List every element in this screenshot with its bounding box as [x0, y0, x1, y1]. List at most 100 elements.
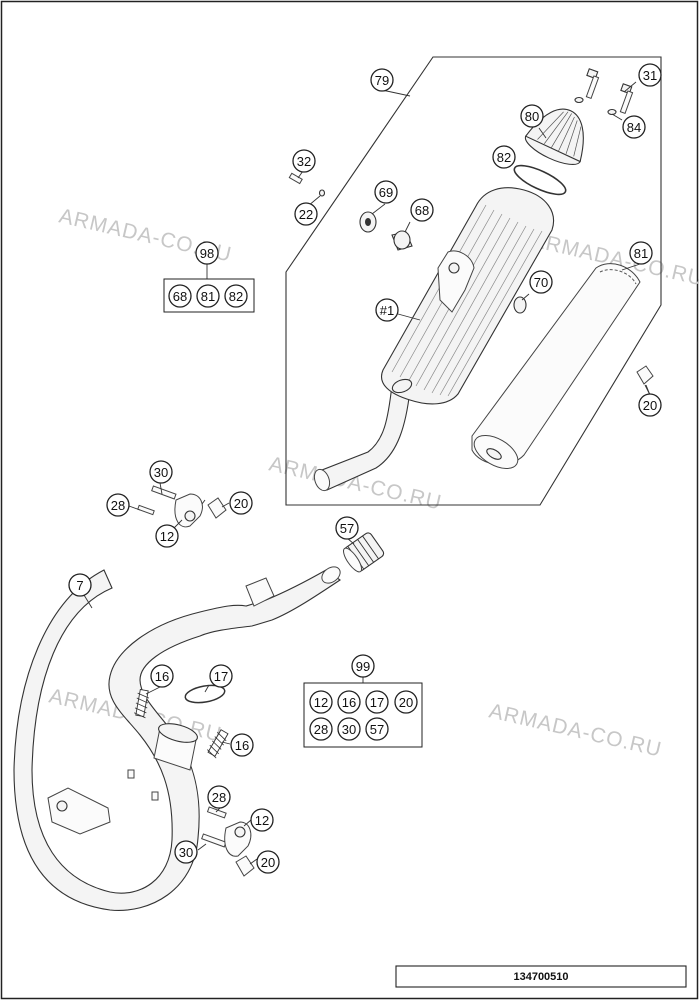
pipe-end	[313, 468, 331, 492]
callout-28: 28	[106, 493, 130, 517]
header-pipe-assembly	[13, 532, 385, 911]
mount-screw	[288, 172, 303, 185]
callout-label: 20	[234, 496, 248, 511]
sleeve-face	[393, 230, 411, 250]
mount-washer	[318, 189, 326, 197]
callout-16: 16	[150, 664, 174, 688]
callout-20: 20	[256, 850, 280, 874]
callout-circle	[256, 850, 280, 874]
callout-label: 80	[525, 109, 539, 124]
callout-label: 69	[379, 185, 393, 200]
callout-31: 31	[638, 63, 662, 87]
header-outlet	[321, 566, 341, 584]
upper-bracket-set	[137, 485, 227, 528]
callout-label: 98	[200, 246, 214, 261]
callout-label: 16	[155, 669, 169, 684]
callout-label: 28	[212, 790, 226, 805]
bracket-hole	[448, 262, 460, 274]
bolt	[137, 504, 155, 516]
callout-label: 99	[356, 659, 370, 674]
callout-label: 32	[297, 154, 311, 169]
callout-20: 20	[394, 690, 418, 714]
spring-clip	[636, 365, 654, 385]
callout-circle	[196, 284, 220, 308]
callout-70: 70	[529, 270, 553, 294]
callout-label: 57	[370, 722, 384, 737]
callout-12: 12	[250, 808, 274, 832]
callout-12: 12	[309, 690, 333, 714]
callout-circle	[229, 491, 253, 515]
callout-28: 28	[207, 785, 231, 809]
header-bracket	[47, 787, 111, 835]
callout-circle	[195, 241, 219, 265]
callout-circle	[365, 690, 389, 714]
callout-16: 16	[230, 733, 254, 757]
callout-circle	[365, 717, 389, 741]
callout-label: 82	[229, 289, 243, 304]
callout-circle	[309, 690, 333, 714]
grommet	[513, 296, 527, 314]
callout-circle	[337, 690, 361, 714]
callout-circle	[106, 493, 130, 517]
callout-circle	[294, 202, 318, 226]
callout-16: 16	[337, 690, 361, 714]
connecting-sleeve	[343, 532, 385, 573]
callout-circle	[309, 717, 333, 741]
silencer-body	[381, 187, 554, 405]
callout-7: 7	[68, 573, 92, 597]
bolt	[151, 485, 177, 500]
callout-circle	[250, 808, 274, 832]
silencer-group-outline	[285, 56, 662, 506]
callout-label: 81	[634, 246, 648, 261]
callout-label: 20	[643, 398, 657, 413]
callout-label: 57	[340, 521, 354, 536]
callout-30: 30	[149, 460, 173, 484]
callout-circle	[174, 840, 198, 864]
callout-label: 30	[342, 722, 356, 737]
callout-circle	[209, 664, 233, 688]
silencer-packing	[471, 263, 641, 465]
header-flange	[245, 577, 275, 607]
callout-circle	[68, 573, 92, 597]
callout-circle	[622, 115, 646, 139]
callout-57: 57	[365, 717, 389, 741]
header-spring	[207, 729, 229, 759]
callout-circle	[638, 393, 662, 417]
callout-circle	[292, 149, 316, 173]
callout-label: 68	[173, 289, 187, 304]
callout-label: 31	[643, 68, 657, 83]
end-cap-screws	[585, 68, 634, 115]
bushing-hole	[365, 218, 371, 226]
callout-circle	[351, 654, 375, 678]
callout-circle	[375, 298, 399, 322]
callout-12: 12	[155, 524, 179, 548]
callout-label: #1	[380, 303, 394, 318]
callout-57: 57	[335, 516, 359, 540]
callout-82: 82	[224, 284, 248, 308]
bracket-hole	[184, 510, 196, 522]
callout-label: 20	[261, 855, 275, 870]
packing-edge	[599, 269, 637, 285]
silencer-outlet-collar	[391, 378, 413, 394]
callout-69: 69	[374, 180, 398, 204]
callout-32: 32	[292, 149, 316, 173]
callout-label: 12	[255, 813, 269, 828]
callout-label: 22	[299, 207, 313, 222]
callout-circle	[529, 270, 553, 294]
bracket	[174, 493, 203, 528]
callout-68: 68	[168, 284, 192, 308]
callout-80: 80	[520, 104, 544, 128]
callout-20: 20	[229, 491, 253, 515]
callout-label: 7	[76, 578, 83, 593]
clip	[235, 855, 255, 877]
callout-99: 99	[351, 654, 375, 678]
callout-28: 28	[309, 717, 333, 741]
callout-30: 30	[337, 717, 361, 741]
callout-label: 17	[370, 695, 384, 710]
callout-22: 22	[294, 202, 318, 226]
callout-circle	[335, 516, 359, 540]
callout-17: 17	[209, 664, 233, 688]
